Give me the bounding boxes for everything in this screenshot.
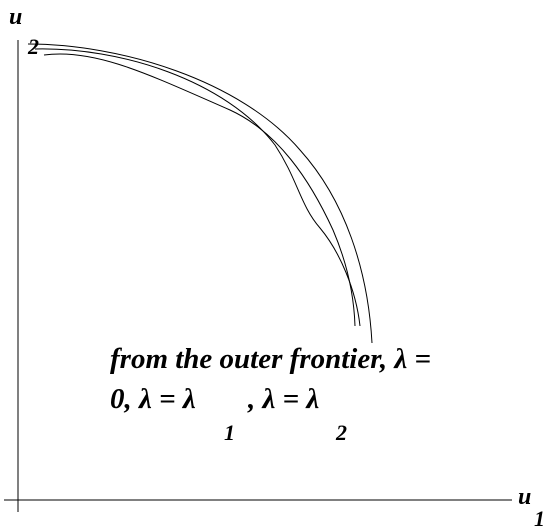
frontier-middle-curve	[34, 48, 361, 327]
caption-subscript-2: 2	[335, 420, 347, 445]
frontier-inner-curve	[43, 53, 356, 327]
x-axis-subscript: 1	[534, 506, 545, 529]
caption-line-1: from the outer frontier, λ =	[110, 343, 431, 375]
caption-line-2-part-b: , λ = λ	[247, 383, 319, 415]
caption-subscript-1: 1	[224, 420, 235, 445]
frontier-outer-curve	[27, 43, 373, 344]
y-axis-subscript: 2	[27, 34, 39, 59]
y-axis-label: u	[9, 4, 22, 30]
caption-line-2-part-a: 0, λ = λ	[110, 383, 196, 415]
x-axis-label: u	[518, 484, 531, 510]
